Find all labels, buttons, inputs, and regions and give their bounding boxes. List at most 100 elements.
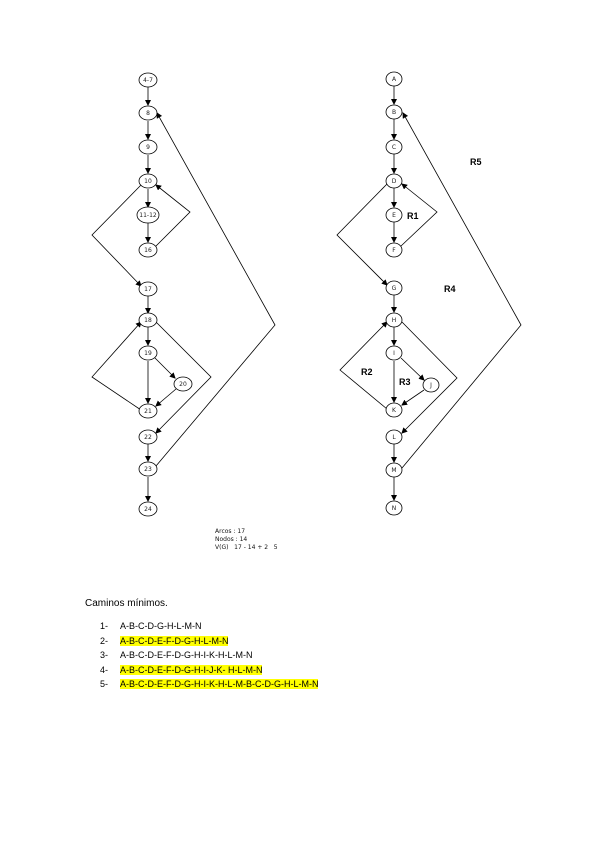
node-label: 24	[144, 506, 152, 513]
node-label: F	[392, 247, 396, 254]
graph-node	[385, 207, 403, 223]
edge	[155, 112, 276, 467]
node-label: G	[392, 285, 397, 292]
region-label-r4: R4	[444, 284, 456, 294]
node-label: L	[392, 434, 396, 441]
region-label-r3: R3	[399, 377, 411, 387]
graph-node	[385, 345, 403, 361]
path-number: 1-	[100, 621, 109, 631]
list-item: 3- A-B-C-D-E-F-D-G-H-I-K-H-L-M-N	[100, 649, 318, 664]
path-number: 5-	[100, 679, 109, 689]
path-text: A-B-C-D-E-F-D-G-H-I-K-H-L-M-N	[120, 650, 253, 660]
graph-node	[385, 139, 403, 155]
edge	[336, 183, 388, 286]
path-text: A-B-C-D-G-H-L-M-N	[120, 621, 202, 631]
graph-node	[138, 281, 158, 297]
node-label: 4-7	[143, 77, 153, 84]
node-label: M	[391, 467, 396, 474]
edge	[91, 184, 142, 287]
node-label: 17	[144, 286, 152, 293]
edge	[91, 321, 142, 411]
cyclomatic-formula: V(G) 17 - 14 + 2 5	[215, 544, 278, 551]
edge	[401, 389, 425, 406]
node-label: 18	[144, 317, 152, 324]
graph-node	[138, 72, 158, 88]
list-item: 5-A-B-C-D-E-F-D-G-H-I-K-H-L-M-B-C-D-G-H-…	[100, 678, 319, 693]
node-label: B	[392, 109, 396, 116]
node-label: K	[392, 407, 397, 414]
list-item: 1- A-B-C-D-G-H-L-M-N	[100, 620, 318, 635]
graph-node	[138, 501, 158, 517]
graph-node	[385, 429, 403, 445]
node-label: 20	[179, 381, 187, 388]
right-nodes	[385, 71, 440, 516]
graph-node	[385, 173, 403, 189]
graph-node	[138, 345, 158, 361]
edge	[155, 321, 212, 434]
left-nodes	[136, 72, 193, 517]
node-label: 22	[144, 434, 152, 441]
left-flow-graph	[91, 72, 276, 517]
list-item: 4- A-B-C-D-E-F-D-G-H-I-J-K- H-L-M-N	[100, 664, 318, 679]
graph-node	[385, 312, 403, 328]
edge	[400, 357, 425, 381]
left-node-labels: 4-7 8 9 10 11-12 16 17 18 19 20 21 22 23…	[139, 77, 187, 513]
node-label: E	[392, 212, 396, 219]
node-label: 10	[144, 178, 152, 185]
arcos-count: Arcos : 17	[215, 528, 245, 535]
path-text-highlighted: A-B-C-D-E-F-D-G-H-L-M-N	[120, 635, 229, 646]
node-label: 9	[146, 144, 150, 151]
path-text-highlighted: A-B-C-D-E-F-D-G-H-I-J-K- H-L-M-N	[120, 664, 263, 675]
node-label: 11-12	[139, 212, 157, 219]
list-item: 2- A-B-C-D-E-F-D-G-H-L-M-N	[100, 635, 318, 650]
node-label: C	[392, 144, 396, 151]
complexity-metrics: Arcos : 17 Nodos : 14 V(G) 17 - 14 + 2 5	[215, 528, 278, 551]
graph-node	[385, 104, 403, 120]
region-label-r2: R2	[361, 367, 373, 377]
graph-node	[385, 242, 403, 258]
graph-node	[138, 242, 158, 258]
graph-node	[138, 173, 158, 189]
graph-node	[173, 376, 193, 392]
nodos-count: Nodos : 14	[215, 536, 247, 543]
node-label: D	[392, 178, 397, 185]
path-number: 2-	[100, 635, 109, 646]
right-flow-graph	[336, 71, 522, 516]
node-label: A	[392, 76, 397, 83]
graph-node	[138, 312, 158, 328]
paths-title: Caminos mínimos.	[85, 598, 168, 609]
edge	[339, 321, 388, 410]
graph-node	[138, 403, 158, 419]
node-label: 19	[144, 350, 152, 357]
region-label-r1: R1	[407, 211, 419, 221]
node-label: N	[392, 505, 397, 512]
graph-node	[385, 71, 403, 87]
node-label: I	[393, 350, 395, 357]
path-number: 3-	[100, 650, 109, 660]
edge	[154, 184, 191, 248]
edge	[400, 183, 438, 247]
graph-node	[385, 462, 403, 478]
node-label: 16	[144, 247, 152, 254]
graph-node	[422, 377, 440, 393]
graph-node	[138, 429, 158, 445]
graph-node	[138, 461, 158, 477]
node-label: 8	[146, 110, 150, 117]
node-label: H	[392, 317, 397, 324]
graph-node	[138, 105, 158, 121]
region-labels: R1 R2 R3 R4 R5	[361, 157, 482, 387]
region-label-r5: R5	[470, 157, 482, 167]
node-label: 23	[144, 466, 152, 473]
edge	[154, 357, 176, 379]
path-number: 4-	[100, 664, 109, 675]
edge	[401, 112, 522, 469]
node-label: J	[429, 382, 432, 389]
graph-node	[385, 402, 403, 418]
edge	[155, 388, 177, 407]
edge	[401, 321, 458, 434]
graph-node	[136, 206, 160, 224]
node-label: 21	[144, 408, 152, 415]
graph-node	[385, 500, 403, 516]
right-node-labels: A B C D E F G H I J K L M N	[391, 76, 432, 512]
paths-list: 1- A-B-C-D-G-H-L-M-N 2- A-B-C-D-E-F-D-G-H-…	[100, 620, 319, 693]
